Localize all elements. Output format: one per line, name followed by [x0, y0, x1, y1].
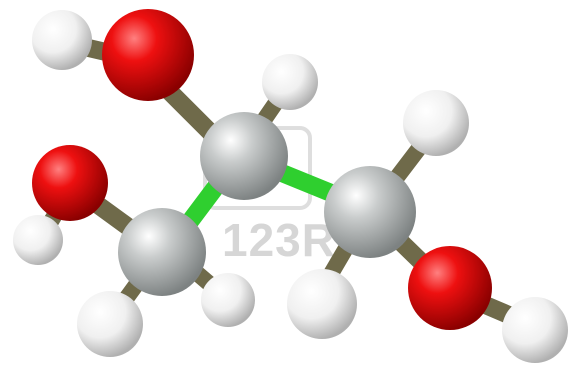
hydrogen-atom-upper-right	[403, 90, 469, 156]
hydrogen-atom-bottom-left	[77, 291, 143, 357]
hydrogen-atom-top-center	[262, 54, 318, 110]
oxygen-atom-left	[32, 145, 108, 221]
oxygen-atom-right	[408, 246, 492, 330]
atoms-front	[77, 9, 568, 363]
hydrogen-atom-far-right	[502, 297, 568, 363]
carbon-atoms	[118, 112, 416, 296]
hydrogen-atom-bottom-right-of-center	[287, 269, 357, 339]
carbon-atom-left	[118, 208, 206, 296]
atoms-back	[13, 10, 318, 265]
carbon-atom-center	[200, 112, 288, 200]
carbon-atom-right	[324, 166, 416, 258]
hydrogen-atom-bottom-center	[201, 273, 255, 327]
oxygen-atom-top	[102, 9, 194, 101]
hydrogen-atom-left	[13, 215, 63, 265]
hydrogen-atom-top-left	[32, 10, 92, 70]
